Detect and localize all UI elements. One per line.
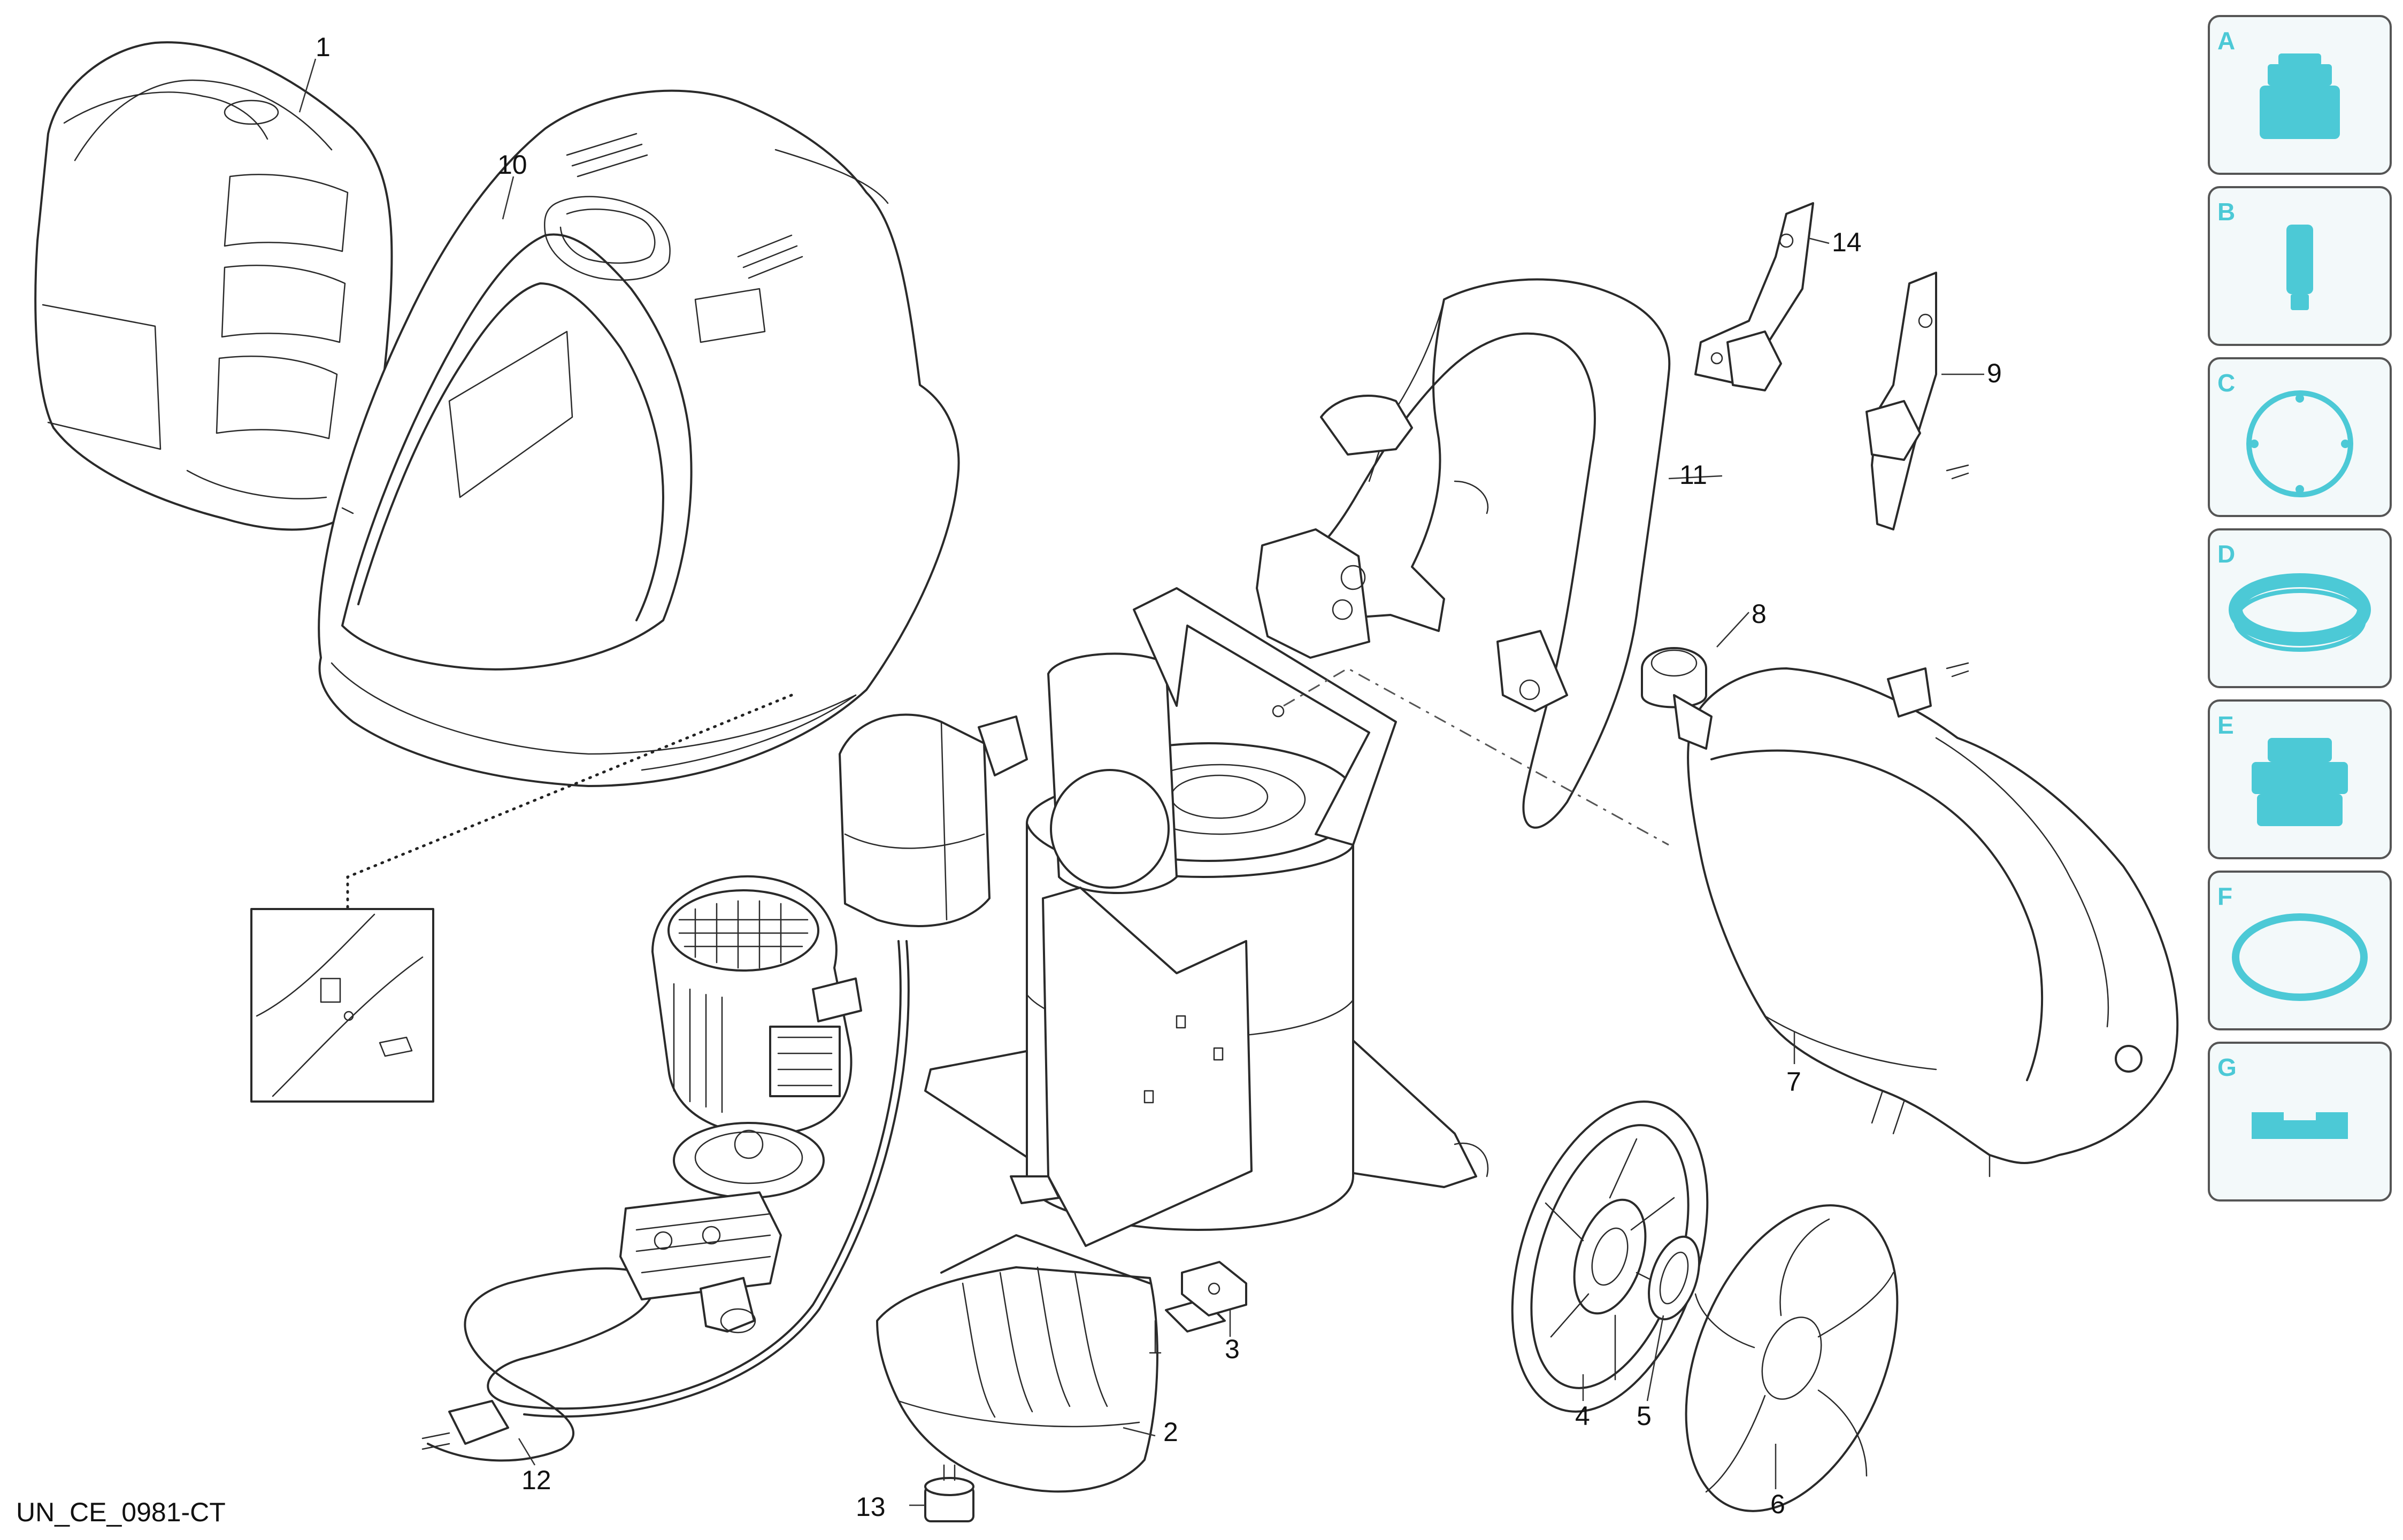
housing-frame-part[interactable] — [318, 89, 960, 787]
kit-panel-g[interactable]: G — [2208, 1042, 2392, 1202]
part-label-9: 9 — [1987, 358, 2002, 388]
part-label-1: 1 — [316, 32, 331, 62]
front-cover-part[interactable] — [34, 41, 393, 531]
tank-cap-part[interactable] — [1641, 647, 1707, 709]
part-number-labels: 1 2 3 4 5 6 7 8 9 10 11 12 13 14 — [316, 32, 2002, 1522]
part-label-10: 10 — [497, 150, 527, 180]
wheel-washer-part[interactable] — [1639, 1230, 1708, 1326]
kit-letter-a: A — [2217, 27, 2235, 55]
kit-letter-c: C — [2217, 369, 2235, 397]
part-label-14: 14 — [1832, 227, 1862, 257]
flat-seal-icon — [2252, 1112, 2348, 1139]
part-label-8: 8 — [1752, 599, 1767, 629]
seal-ring-icon — [2229, 573, 2371, 652]
wheel-part[interactable] — [1476, 1077, 1743, 1437]
lower-hinge-bracket-part[interactable] — [1865, 272, 1969, 530]
kit-letter-e: E — [2217, 711, 2234, 739]
detergent-tank-part[interactable] — [1673, 662, 2179, 1177]
kit-panel-b[interactable]: B — [2208, 186, 2392, 346]
base-tray-part[interactable] — [876, 1234, 1226, 1493]
part-label-13: 13 — [856, 1492, 886, 1522]
kit-panel-f[interactable]: F — [2208, 871, 2392, 1030]
part-label-3: 3 — [1225, 1334, 1240, 1364]
pump-head-icon — [2260, 53, 2340, 139]
kit-letter-d: D — [2217, 540, 2235, 568]
leader-lines — [298, 58, 1984, 1506]
part-label-7: 7 — [1786, 1067, 1801, 1097]
part-label-4: 4 — [1575, 1401, 1590, 1431]
kit-panels: A B C — [2208, 15, 2392, 1202]
motor-assembly[interactable] — [651, 875, 862, 1136]
hub-cap-part[interactable] — [1645, 1174, 1938, 1540]
handle-part[interactable] — [1256, 278, 1671, 829]
part-label-11: 11 — [1679, 460, 1707, 490]
kit-letter-g: G — [2217, 1053, 2237, 1081]
main-frame-column[interactable] — [924, 587, 1489, 1247]
part-label-2: 2 — [1163, 1417, 1178, 1447]
part-label-5: 5 — [1637, 1401, 1652, 1431]
part-label-6: 6 — [1770, 1489, 1785, 1519]
power-cord-part[interactable] — [421, 940, 910, 1462]
upper-hinge-bracket-part[interactable] — [1694, 202, 1814, 391]
connection-block[interactable] — [839, 713, 1028, 927]
drawing-id: UN_CE_0981-CT — [16, 1497, 226, 1527]
kit-panel-c[interactable]: C — [2208, 357, 2392, 517]
cable-clamp-part[interactable] — [1181, 1261, 1247, 1316]
kit-letter-f: F — [2217, 882, 2232, 910]
pump-head-assembly[interactable] — [619, 1122, 825, 1334]
piston-icon — [2286, 225, 2313, 310]
rubber-foot-part[interactable] — [924, 1464, 974, 1522]
kit-letter-b: B — [2217, 198, 2235, 226]
kit-panel-e[interactable]: E — [2208, 699, 2392, 859]
valve-stack-icon — [2252, 738, 2348, 826]
gasket-ring-icon — [2246, 390, 2353, 497]
kit-panel-a[interactable]: A — [2208, 15, 2392, 175]
kit-panel-d[interactable]: D — [2208, 528, 2392, 688]
o-ring-icon — [2232, 913, 2368, 1001]
detail-inset-box — [250, 908, 434, 1103]
part-label-12: 12 — [521, 1465, 551, 1495]
